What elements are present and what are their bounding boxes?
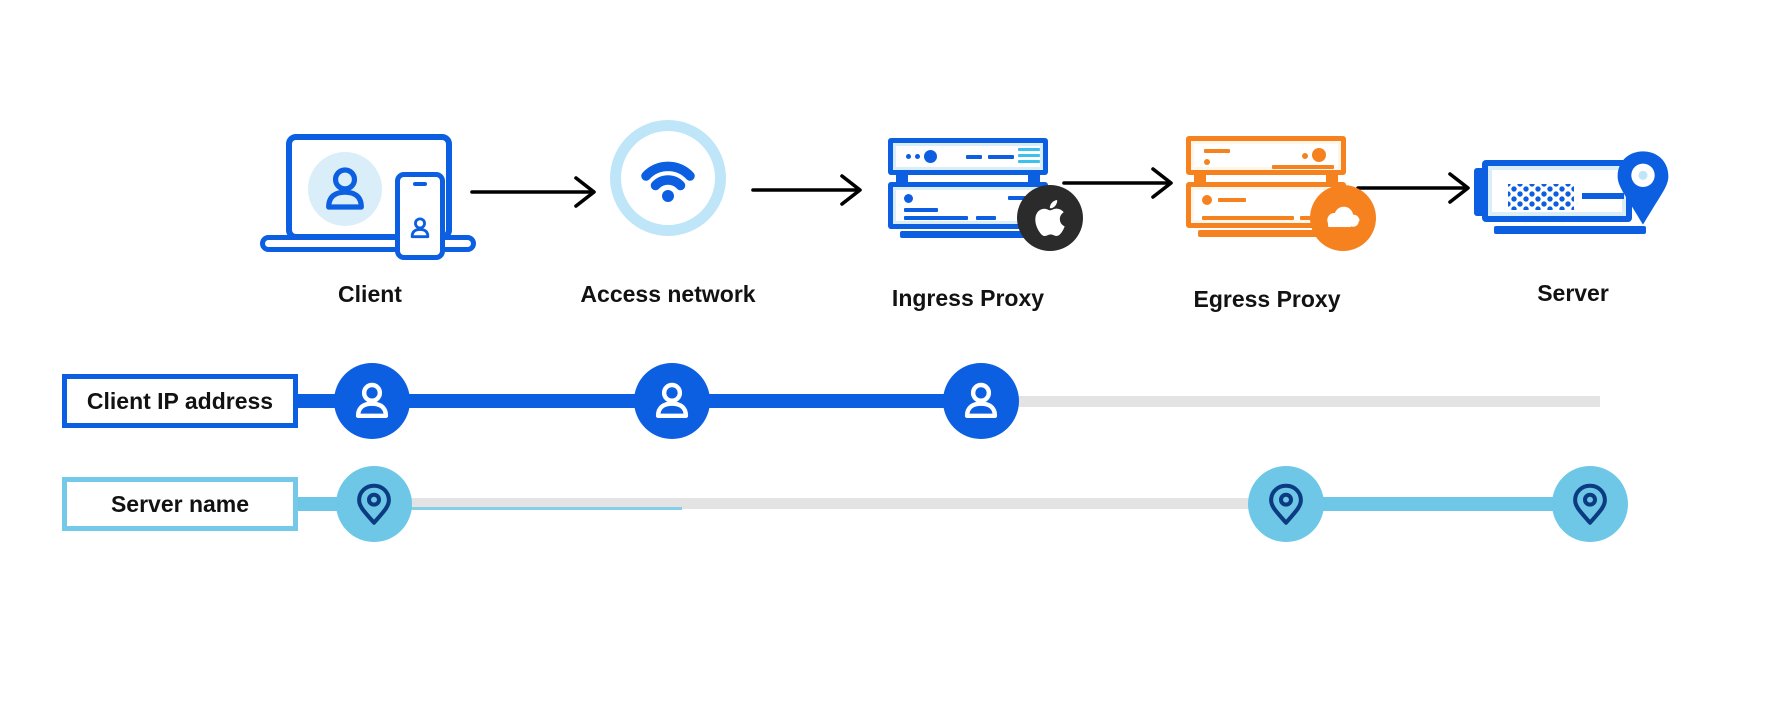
rack-connector — [1028, 175, 1040, 183]
avatar-circle — [308, 152, 382, 226]
client-devices-icon — [258, 126, 480, 266]
server-box — [1186, 136, 1346, 175]
server-face — [896, 190, 1040, 221]
person-icon — [655, 382, 689, 419]
server-face — [896, 146, 1040, 167]
server-face — [1482, 160, 1632, 222]
server-name-active-line — [1286, 497, 1592, 511]
rack-connector — [1194, 175, 1206, 183]
client-ip-inactive-line — [981, 396, 1600, 407]
server-face — [1194, 144, 1338, 169]
node-egress-proxy-label: Egress Proxy — [1193, 286, 1341, 312]
arrow-right-icon — [751, 174, 862, 206]
rack-base — [900, 231, 1058, 238]
rack-connector — [896, 175, 908, 183]
wifi-glyph — [641, 161, 695, 202]
node-access-network-label: Access network — [580, 281, 756, 307]
phone-speaker — [413, 182, 427, 186]
node-server-label: Server — [1537, 280, 1609, 306]
person-marker-client — [334, 363, 410, 439]
client-ip-address-label-box: Client IP address — [62, 374, 298, 428]
node-ingress-proxy-label: Ingress Proxy — [891, 285, 1045, 311]
server-stack-icon-egress — [1186, 136, 1356, 237]
node-client-label: Client — [338, 281, 402, 307]
cloudflare-cloud-icon — [1327, 206, 1365, 232]
person-icon — [355, 382, 389, 419]
person-marker-access-network — [634, 363, 710, 439]
apple-logo-badge — [1017, 185, 1083, 251]
pin-marker-client — [336, 466, 412, 542]
client-ip-address-label: Client IP address — [86, 387, 274, 414]
server-name-thin-line — [410, 507, 682, 510]
server-box — [888, 138, 1048, 175]
server-dot-matrix — [1508, 184, 1574, 210]
wifi-icon — [610, 120, 726, 236]
server-base — [1494, 226, 1646, 234]
server-name-inactive-line — [374, 498, 1286, 509]
person-icon — [964, 382, 998, 419]
server-name-label-box: Server name — [62, 477, 298, 531]
arrow-right-icon — [1062, 167, 1173, 199]
phone-icon — [395, 172, 445, 260]
arrow-right-icon — [1356, 172, 1470, 204]
rack-base — [1198, 230, 1356, 237]
location-pin-icon — [357, 483, 391, 525]
rack-connector — [1326, 175, 1338, 183]
pin-marker-egress-proxy — [1248, 466, 1324, 542]
person-marker-ingress-proxy — [943, 363, 1019, 439]
location-pin-icon — [1573, 483, 1607, 525]
location-pin-icon — [1269, 483, 1303, 525]
location-pin-icon — [1617, 151, 1669, 225]
person-icon — [410, 217, 430, 239]
server-slot-line — [1582, 193, 1624, 199]
cloudflare-logo-badge — [1310, 185, 1376, 251]
apple-logo-icon — [1035, 200, 1065, 237]
server-icon — [1468, 148, 1680, 243]
person-icon — [326, 167, 364, 210]
server-name-label: Server name — [110, 490, 250, 517]
pin-marker-server — [1552, 466, 1628, 542]
arrow-right-icon — [470, 176, 596, 208]
